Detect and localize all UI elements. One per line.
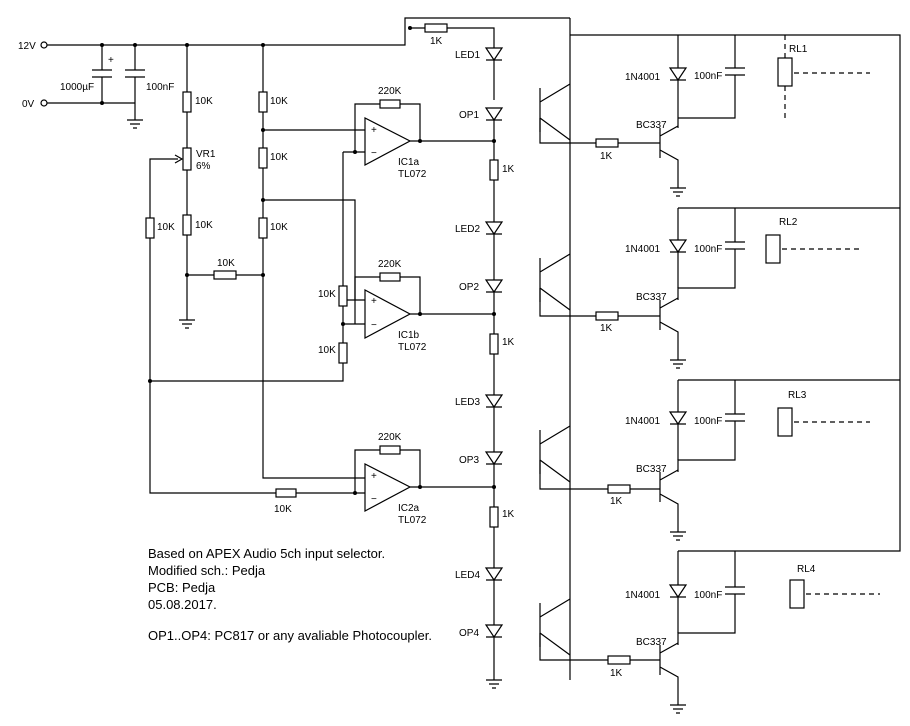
svg-text:−: − [371,494,377,505]
svg-text:10K: 10K [217,258,235,269]
svg-text:+: + [371,125,377,136]
cap-100nf-label: 100nF [146,82,174,93]
notes-block: Based on APEX Audio 5ch input selector. … [148,546,432,643]
ic1a-label: IC1a [398,157,420,168]
svg-text:TL072: TL072 [398,342,427,353]
note-line-4: 05.08.2017. [148,597,217,612]
note-line-1: Based on APEX Audio 5ch input selector. [148,546,385,561]
svg-text:220K: 220K [378,86,402,97]
svg-text:TL072: TL072 [398,515,427,526]
led4-label: LED4 [455,570,480,581]
svg-text:100nF: 100nF [694,416,722,427]
relay-channels: 1N4001 100nF RL1 1K BC337 1N4001 100nF R… [570,34,901,714]
svg-text:1N4001: 1N4001 [625,590,660,601]
svg-text:1N4001: 1N4001 [625,416,660,427]
svg-text:1N4001: 1N4001 [625,244,660,255]
svg-text:+: + [371,471,377,482]
transistor-1-label: BC337 [636,120,667,131]
svg-text:6%: 6% [196,161,211,172]
svg-text:1K: 1K [600,151,613,162]
supply-capacitors: + 1000µF 100nF [60,43,174,129]
op2-label: OP2 [459,282,479,293]
svg-text:10K: 10K [274,504,292,515]
divider-network: 10K VR1 6% 10K 10K 10K 10K 10K 10K [145,43,365,494]
svg-text:+: + [371,296,377,307]
terminal-0v [40,99,48,107]
op3-label: OP3 [459,455,479,466]
note-line-3: PCB: Pedja [148,580,216,595]
svg-text:1K: 1K [502,164,515,175]
svg-text:10K: 10K [157,222,175,233]
svg-text:10K: 10K [318,345,336,356]
op1-label: OP1 [459,110,479,121]
op4-label: OP4 [459,628,479,639]
svg-text:1K: 1K [610,496,623,507]
supply-rails: 12V 0V [18,17,570,110]
relay-3-label: RL3 [788,390,807,401]
svg-text:1N4001: 1N4001 [625,72,660,83]
ic2a-label: IC2a [398,503,420,514]
svg-text:10K: 10K [195,220,213,231]
relay-4-label: RL4 [797,564,816,575]
svg-text:10K: 10K [195,96,213,107]
relay-2-label: RL2 [779,217,798,228]
svg-text:10K: 10K [270,222,288,233]
svg-text:+: + [108,55,114,66]
label-12v: 12V [18,41,36,52]
svg-text:1K: 1K [430,36,443,47]
led3-label: LED3 [455,397,480,408]
svg-text:220K: 220K [378,432,402,443]
relay-1-label: RL1 [789,44,808,55]
svg-text:100nF: 100nF [694,590,722,601]
svg-text:TL072: TL072 [398,169,427,180]
note-line-5: OP1..OP4: PC817 or any avaliable Photoco… [148,628,432,643]
svg-text:10K: 10K [270,152,288,163]
svg-text:1K: 1K [610,668,623,679]
transistor-4-label: BC337 [636,637,667,648]
svg-text:1K: 1K [600,323,613,334]
svg-text:10K: 10K [270,96,288,107]
ic1b-label: IC1b [398,330,420,341]
transistor-3-label: BC337 [636,464,667,475]
svg-text:220K: 220K [378,259,402,270]
svg-text:−: − [371,148,377,159]
svg-text:1K: 1K [502,509,515,520]
note-line-2: Modified sch.: Pedja [148,563,266,578]
vr1-label: VR1 [196,149,216,160]
transistor-2-label: BC337 [636,292,667,303]
terminal-12v [40,41,48,49]
led1-label: LED1 [455,50,480,61]
svg-text:1K: 1K [502,337,515,348]
label-0v: 0V [22,99,35,110]
opamp-ic1b: + − 220K IC1b TL072 10K 10K [150,199,494,382]
svg-text:100nF: 100nF [694,71,722,82]
photo-transistors [539,18,608,680]
led-chain: 1K LED1 OP1 1K LED2 OP2 1K LED3 OP3 1K L… [408,23,515,689]
led2-label: LED2 [455,224,480,235]
cap-1000uf-label: 1000µF [60,82,94,93]
svg-text:100nF: 100nF [694,244,722,255]
opamp-ic2a: + − 10K 220K IC2a TL072 [274,432,494,526]
svg-text:−: − [371,320,377,331]
svg-text:10K: 10K [318,289,336,300]
